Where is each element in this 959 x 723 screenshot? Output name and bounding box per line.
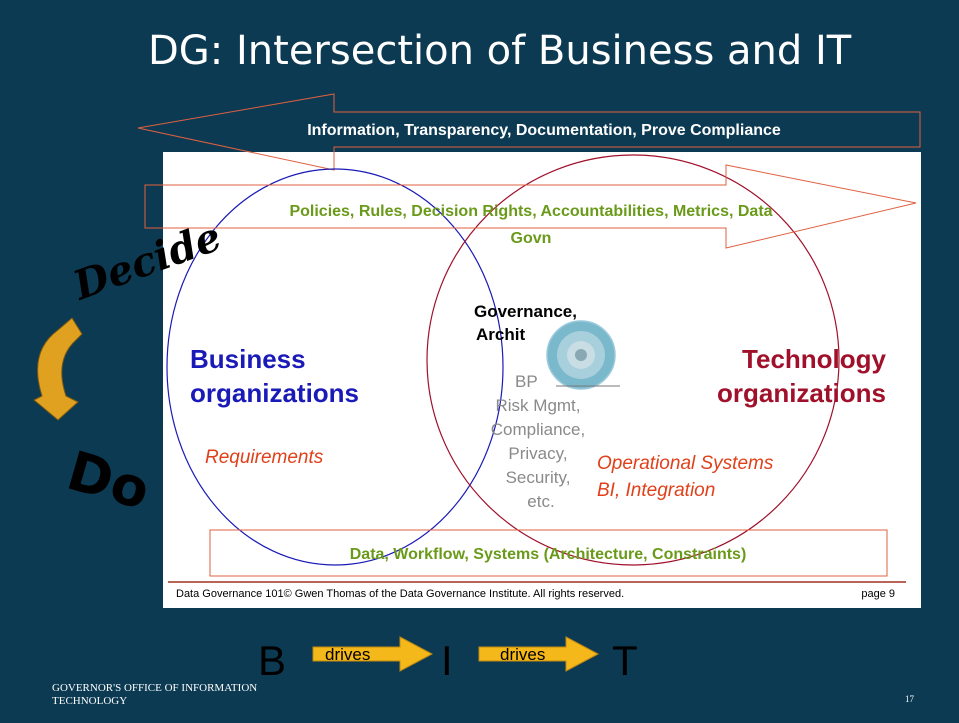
technology-sub-line2: BI, Integration [597, 480, 715, 501]
intersection-item-privacy: Privacy, [508, 444, 567, 463]
business-title-line2: organizations [190, 378, 359, 408]
footer-org: GOVERNOR'S OFFICE OF INFORMATION TECHNOL… [52, 682, 352, 708]
do-label: Do [60, 439, 156, 522]
left-arrow-shape [137, 93, 921, 171]
business-sub: Requirements [205, 447, 324, 468]
footer-org-line2: TECHNOLOGY [52, 695, 128, 707]
technology-title-line1: Technology [742, 344, 887, 374]
bottom-box-label: Data, Workflow, Systems (Architecture, C… [350, 546, 747, 563]
bottom-box [209, 529, 888, 577]
technology-sub-line1: Operational Systems [597, 453, 774, 474]
intersection-item-bp: BP [515, 372, 538, 391]
technology-circle [426, 154, 840, 566]
source-note: Data Governance 101© Gwen Thomas of the … [176, 588, 624, 600]
policies-arrow-label-line1: Policies, Rules, Decision Rights, Accoun… [289, 203, 772, 220]
information-arrow-label: Information, Transparency, Documentation… [307, 122, 781, 139]
flow-letter-t: T [612, 637, 638, 684]
drives-arrow-1 [312, 636, 434, 672]
curved-down-arrow-icon [33, 317, 83, 421]
business-circle [166, 168, 504, 566]
right-arrow-shape [144, 164, 917, 249]
page-number: 17 [905, 694, 914, 704]
flow-letter-i: I [441, 637, 453, 684]
globe-icon [546, 320, 616, 390]
intersection-heading-line2: Archit [476, 325, 525, 344]
drives-arrow-2 [478, 636, 600, 672]
slide-title: DG: Intersection of Business and IT [148, 28, 852, 74]
flow-letter-b: B [258, 637, 286, 684]
intersection-item-risk: Risk Mgmt, [496, 396, 581, 415]
technology-title-line2: organizations [717, 378, 886, 408]
drives-label-1: drives [325, 645, 370, 664]
intersection-item-etc: etc. [527, 492, 554, 511]
intersection-item-security: Security, [506, 468, 571, 487]
intersection-heading-line1: Governance, [474, 302, 577, 321]
drives-label-2: drives [500, 645, 545, 664]
footer-org-line1: GOVERNOR'S OFFICE OF INFORMATION [52, 682, 258, 694]
decide-label: Decide [66, 213, 227, 310]
intersection-item-compliance: Compliance, [491, 420, 586, 439]
policies-arrow-label-line2: Govn [511, 230, 552, 247]
business-title-line1: Business [190, 344, 306, 374]
source-page: page 9 [861, 588, 895, 600]
